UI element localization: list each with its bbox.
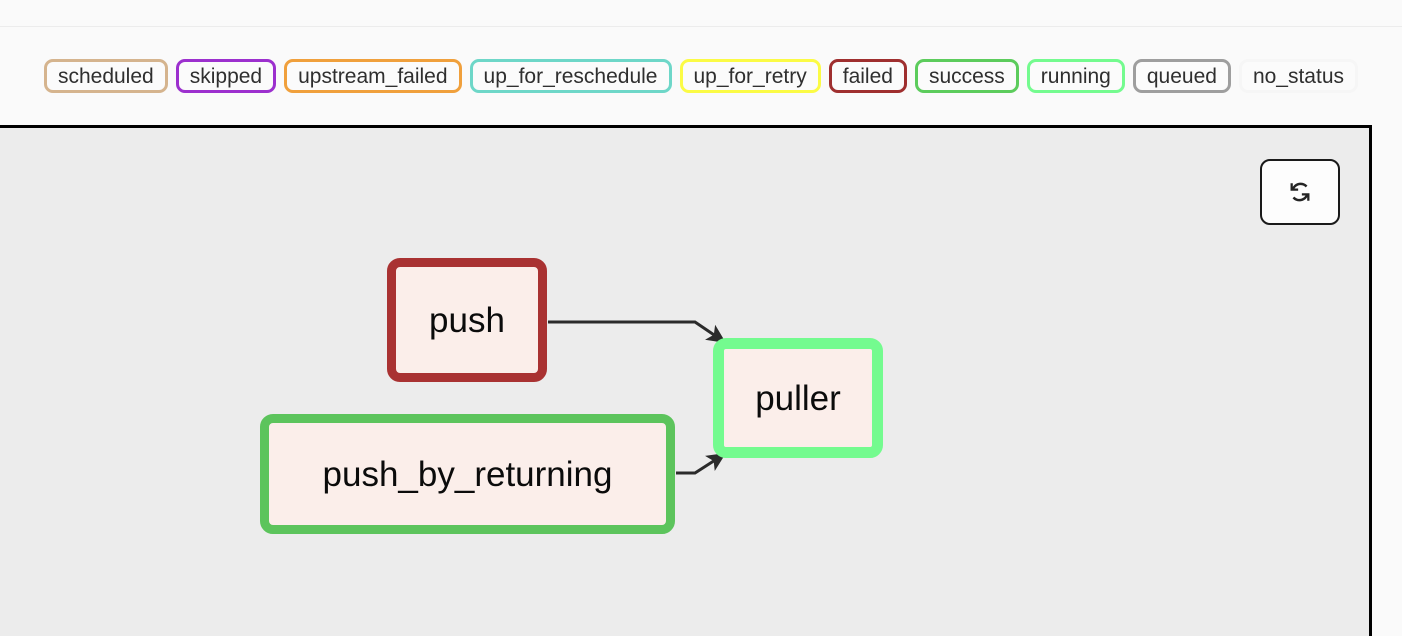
legend-badge-up-for-retry[interactable]: up_for_retry xyxy=(679,59,821,93)
graph-node-push[interactable]: push xyxy=(387,258,547,382)
graph-node-label: push_by_returning xyxy=(322,454,613,494)
legend-badge-up-for-reschedule[interactable]: up_for_reschedule xyxy=(469,59,672,93)
legend-badge-queued[interactable]: queued xyxy=(1132,59,1231,93)
graph-canvas[interactable]: push push_by_returning puller xyxy=(0,125,1372,636)
graph-edge-push-by-returning-to-puller xyxy=(676,453,727,475)
graph-node-label: puller xyxy=(755,378,841,418)
legend-badge-success[interactable]: success xyxy=(914,59,1019,93)
legend-badge-scheduled[interactable]: scheduled xyxy=(43,59,168,93)
graph-canvas-inner: push push_by_returning puller xyxy=(0,128,1369,636)
legend-badge-failed[interactable]: failed xyxy=(828,59,907,93)
legend-badge-skipped[interactable]: skipped xyxy=(175,59,277,93)
graph-edges xyxy=(548,320,727,475)
legend-badge-running[interactable]: running xyxy=(1026,59,1125,93)
top-divider xyxy=(0,26,1402,27)
refresh-icon xyxy=(1284,176,1316,208)
legend-badge-upstream-failed[interactable]: upstream_failed xyxy=(284,59,462,93)
graph-node-push-by-returning[interactable]: push_by_returning xyxy=(260,414,675,534)
graph-node-puller[interactable]: puller xyxy=(713,338,883,458)
refresh-button[interactable] xyxy=(1260,159,1340,225)
legend-badge-no-status[interactable]: no_status xyxy=(1238,59,1359,93)
graph-node-label: push xyxy=(429,300,505,340)
graph-edge-push-to-puller xyxy=(548,320,726,344)
